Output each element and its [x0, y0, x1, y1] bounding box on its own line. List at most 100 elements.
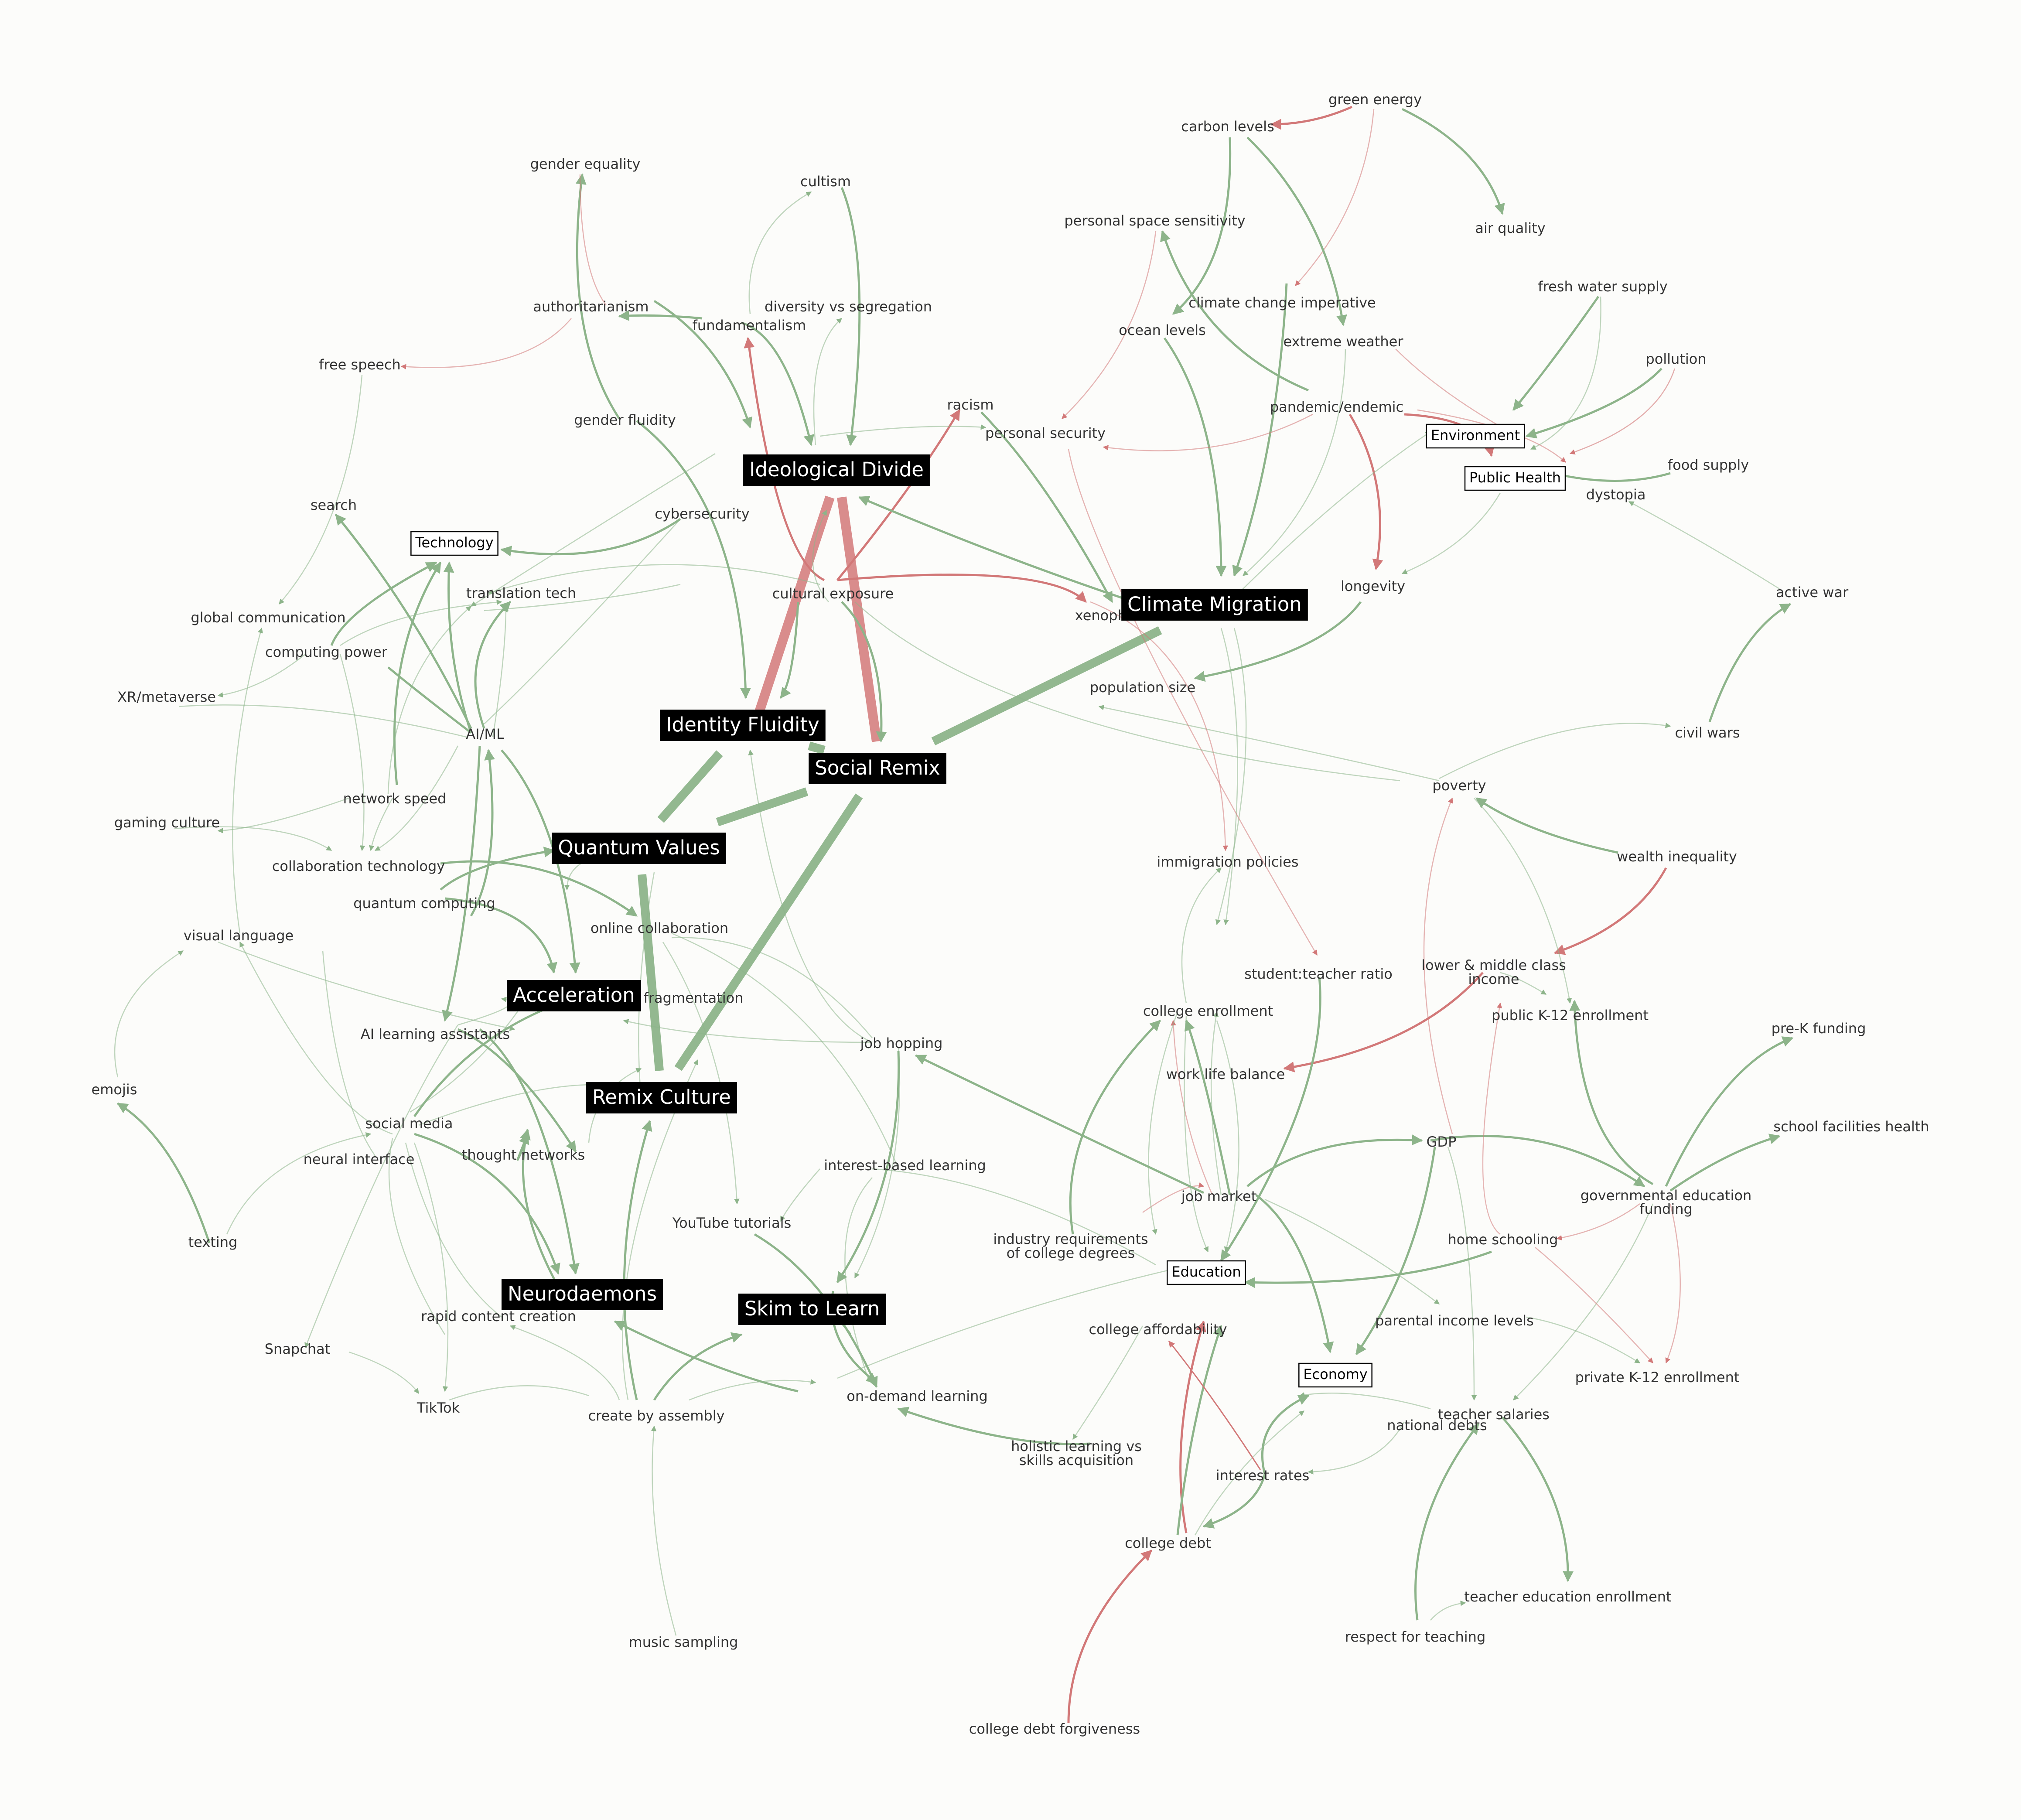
arrow: [1628, 501, 1780, 590]
arrow: [388, 1138, 446, 1335]
category-label-technology: Technology: [415, 534, 493, 551]
category-label-environment: Environment: [1431, 427, 1520, 444]
factor-label-social-media: social media: [365, 1115, 453, 1132]
arrow: [470, 749, 495, 917]
arrow: [1475, 797, 1618, 854]
factor-label-lower-middle: lower & middle class: [1421, 957, 1566, 973]
arrow: [1395, 348, 1514, 435]
arrow: [819, 424, 987, 437]
arrow: [575, 173, 621, 420]
arrow: [470, 453, 716, 607]
factor-label-college-debt: college debt: [1125, 1535, 1211, 1551]
factor-label-personal-space: personal space sensitivity: [1064, 212, 1245, 229]
arrow: [322, 950, 376, 1156]
arrow: [1261, 1394, 1310, 1475]
arrow: [1243, 348, 1346, 576]
arrow: [444, 897, 557, 974]
category-box-economy: [1298, 1362, 1372, 1388]
factor-label-carbon: carbon levels: [1181, 118, 1274, 135]
arrow: [1172, 137, 1232, 315]
factor-label-pandemic: pandemic/endemic: [1270, 399, 1403, 415]
hub-link: [808, 741, 826, 755]
factor-label-extreme: extreme weather: [1284, 333, 1404, 350]
category-label-education: Education: [1171, 1263, 1241, 1280]
hub-box-neuro: [501, 1279, 663, 1310]
factor-label-private-k12: private K-12 enrollment: [1575, 1369, 1740, 1386]
arrow: [449, 1385, 589, 1401]
arrow: [114, 950, 184, 1078]
hub-link: [931, 626, 1162, 745]
arrow: [837, 1267, 1174, 1379]
arrow: [1439, 723, 1671, 779]
arrow: [400, 318, 572, 370]
hub-label-accel: Acceleration: [513, 983, 635, 1007]
factor-label-rapid: rapid content creation: [421, 1308, 576, 1325]
factor-label-wealth: wealth inequality: [1617, 848, 1737, 865]
arrow: [1270, 106, 1353, 130]
factor-label-ai-learning: AI learning assistants: [361, 1026, 510, 1042]
arrow: [1103, 413, 1313, 451]
arrow: [442, 745, 481, 1022]
arrow: [841, 601, 887, 743]
arrow: [1665, 1203, 1681, 1364]
arrow: [1556, 1203, 1640, 1241]
factor-label-gender-eq: gender equality: [530, 156, 641, 172]
arrow: [1179, 1320, 1206, 1533]
factor-label-climate-imp: climate change imperative: [1188, 294, 1376, 311]
factor-label-tiktok: TikTok: [416, 1400, 460, 1416]
arrow: [410, 1002, 524, 1113]
arrow: [218, 941, 515, 1031]
arrow: [501, 749, 580, 974]
arrow: [1355, 1147, 1436, 1356]
arrow: [671, 932, 899, 1169]
arrow: [217, 654, 306, 698]
category-label-publichealth: Public Health: [1469, 469, 1561, 486]
factor-label-prek: pre-K funding: [1772, 1020, 1866, 1037]
arrow: [369, 798, 393, 851]
arrow: [1194, 1410, 1304, 1536]
hub-label-remix: Remix Culture: [592, 1086, 731, 1109]
factor-label-home-school: home schooling: [1448, 1231, 1558, 1248]
arrow: [374, 745, 459, 851]
arrow: [1665, 1036, 1794, 1187]
arrow: [897, 1407, 1091, 1445]
hub-links: [638, 495, 1162, 1071]
arrow: [653, 300, 753, 429]
hub-box-skim: [738, 1294, 886, 1325]
factor-label-thought-net: thought networks: [462, 1147, 585, 1163]
arrow: [662, 942, 740, 1205]
arrow: [457, 1028, 577, 1153]
arrow: [579, 174, 607, 306]
factor-label-public-k12: public K-12 enrollment: [1492, 1007, 1649, 1024]
arrow: [387, 666, 472, 734]
arrow: [457, 997, 511, 1026]
factor-label-green-energy: green energy: [1328, 91, 1422, 108]
arrow: [689, 1379, 816, 1401]
arrow: [1308, 1421, 1405, 1475]
arrow: [1348, 413, 1383, 570]
arrow: [1142, 1182, 1205, 1213]
arrow: [1482, 1002, 1502, 1235]
arrow: [1246, 137, 1347, 326]
arrow: [858, 496, 1134, 603]
factor-label-cultural-exp: cultural exposure: [772, 585, 894, 602]
arrow: [1220, 977, 1321, 1262]
factor-label-poverty: poverty: [1432, 777, 1486, 794]
factor-label-personal-sec: personal security: [985, 425, 1106, 441]
factor-label-snapchat: Snapchat: [265, 1341, 331, 1357]
arrow: [304, 1024, 459, 1349]
factor-label-aiml: AI/ML: [466, 726, 504, 742]
arrow: [744, 337, 825, 581]
arrow: [1244, 1250, 1492, 1288]
arrow: [1176, 1325, 1223, 1536]
arrow: [1525, 368, 1663, 439]
hub-box-social: [809, 753, 946, 784]
arrow: [1148, 1011, 1178, 1235]
arrow: [1526, 1316, 1641, 1364]
influence-arrows: [114, 106, 1794, 1723]
factor-label-pollution: pollution: [1645, 351, 1706, 367]
factor-label-student-teacher: student:teacher ratio: [1244, 966, 1393, 982]
